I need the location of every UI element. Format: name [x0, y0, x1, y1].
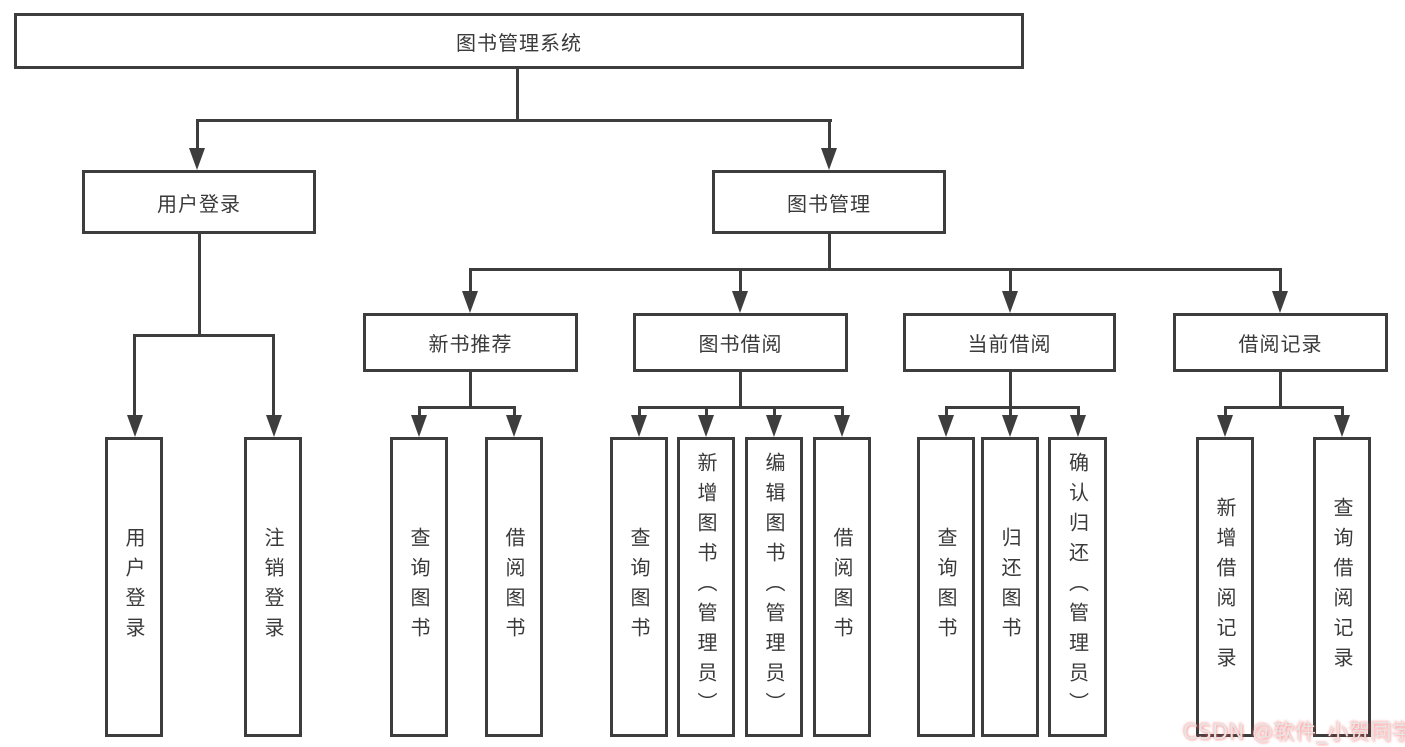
node-library-system: 图书管理系统 — [14, 13, 1024, 69]
connector-arrow-shaft — [513, 406, 516, 418]
connector-arrow-shaft — [469, 268, 472, 294]
csdn-watermark: CSDN @软件_小贺同学 — [1183, 720, 1405, 744]
connector-records-rail — [1224, 406, 1344, 409]
connector-arrow-shaft — [828, 119, 831, 150]
leaf-add-borrow-record-label: 新增借阅记录 — [1213, 497, 1237, 677]
leaf-return-books-label: 归还图书 — [998, 527, 1022, 647]
connector-root-rail — [196, 119, 832, 122]
leaf-borrow-query-books-label: 查询图书 — [627, 527, 651, 647]
leaf-return-books: 归还图书 — [981, 437, 1039, 737]
leaf-logout-label: 注销登录 — [261, 527, 285, 647]
leaf-recommend-borrow-books-label: 借阅图书 — [502, 527, 526, 647]
leaf-current-query-books-label: 查询图书 — [934, 527, 958, 647]
leaf-borrow-books: 借阅图书 — [813, 437, 871, 737]
leaf-query-borrow-record-label: 查询借阅记录 — [1330, 497, 1354, 677]
leaf-recommend-borrow-books: 借阅图书 — [485, 437, 543, 737]
leaf-edit-book-admin-label: 编辑图书（管理员） — [762, 452, 786, 722]
connector-user-login-rail — [133, 334, 275, 337]
arrowhead-icon — [631, 415, 647, 437]
connector-borrow-stub — [739, 372, 742, 409]
node-borrow-records: 借阅记录 — [1173, 313, 1388, 372]
leaf-add-borrow-record: 新增借阅记录 — [1196, 437, 1254, 737]
arrowhead-icon — [1272, 291, 1288, 313]
connector-recommend-stub — [469, 372, 472, 409]
connector-book-mgmt-stub — [828, 234, 831, 271]
node-user-login: 用户登录 — [82, 170, 316, 234]
arrowhead-icon — [1002, 291, 1018, 313]
connector-book-mgmt-rail — [469, 268, 1282, 271]
node-book-management: 图书管理 — [712, 170, 946, 234]
connector-user-login-stub — [198, 234, 201, 337]
connector-arrow-shaft — [1009, 268, 1012, 294]
arrowhead-icon — [1002, 415, 1018, 437]
leaf-confirm-return-admin: 确认归还（管理员） — [1048, 437, 1107, 737]
arrowhead-icon — [462, 291, 478, 313]
connector-borrow-rail — [638, 406, 844, 409]
connector-arrow-shaft — [638, 406, 641, 418]
connector-arrow-shaft — [841, 406, 844, 418]
node-user-login-label: 用户登录 — [157, 191, 241, 216]
leaf-borrow-books-label: 借阅图书 — [830, 527, 854, 647]
connector-records-stub — [1279, 372, 1282, 409]
node-current-borrow: 当前借阅 — [903, 313, 1116, 372]
arrowhead-icon — [821, 148, 837, 170]
leaf-add-book-admin: 新增图书（管理员） — [677, 437, 735, 737]
leaf-query-borrow-record: 查询借阅记录 — [1313, 437, 1371, 737]
arrowhead-icon — [127, 415, 143, 437]
connector-arrow-shaft — [272, 334, 275, 418]
arrowhead-icon — [834, 415, 850, 437]
node-borrow-records-label: 借阅记录 — [1238, 332, 1323, 356]
leaf-current-query-books: 查询图书 — [917, 437, 975, 737]
node-book-borrow: 图书借阅 — [633, 313, 848, 372]
arrowhead-icon — [732, 291, 748, 313]
leaf-user-login-label: 用户登录 — [122, 527, 146, 647]
arrowhead-icon — [189, 148, 205, 170]
node-book-borrow-label: 图书借阅 — [698, 332, 783, 356]
connector-arrow-shaft — [705, 406, 708, 418]
leaf-borrow-query-books: 查询图书 — [610, 437, 668, 737]
connector-arrow-shaft — [1009, 406, 1012, 418]
arrowhead-icon — [766, 415, 782, 437]
connector-root-stub — [516, 68, 519, 121]
connector-arrow-shaft — [1224, 406, 1227, 418]
node-new-book-recommend-label: 新书推荐 — [428, 332, 513, 356]
leaf-confirm-return-admin-label: 确认归还（管理员） — [1065, 452, 1090, 722]
arrowhead-icon — [506, 415, 522, 437]
leaf-edit-book-admin: 编辑图书（管理员） — [745, 437, 803, 737]
connector-arrow-shaft — [1341, 406, 1344, 418]
connector-arrow-shaft — [418, 406, 421, 418]
arrowhead-icon — [266, 415, 282, 437]
connector-arrow-shaft — [739, 268, 742, 294]
connector-arrow-shaft — [945, 406, 948, 418]
leaf-recommend-query-books-label: 查询图书 — [407, 527, 431, 647]
connector-arrow-shaft — [1279, 268, 1282, 294]
node-new-book-recommend: 新书推荐 — [363, 313, 578, 372]
leaf-recommend-query-books: 查询图书 — [390, 437, 448, 737]
leaf-add-book-admin-label: 新增图书（管理员） — [694, 452, 718, 722]
connector-recommend-rail — [418, 406, 516, 409]
arrowhead-icon — [938, 415, 954, 437]
leaf-user-login: 用户登录 — [105, 437, 163, 737]
connector-arrow-shaft — [773, 406, 776, 418]
node-book-management-label: 图书管理 — [787, 191, 871, 216]
arrowhead-icon — [1070, 415, 1086, 437]
connector-arrow-shaft — [133, 334, 136, 418]
connector-arrow-shaft — [1077, 406, 1080, 418]
connector-arrow-shaft — [196, 119, 199, 150]
connector-current-stub — [1009, 372, 1012, 409]
node-library-system-label: 图书管理系统 — [456, 30, 582, 55]
connector-current-rail — [945, 406, 1079, 409]
node-current-borrow-label: 当前借阅 — [967, 332, 1052, 356]
arrowhead-icon — [1217, 415, 1233, 437]
leaf-logout: 注销登录 — [244, 437, 302, 737]
arrowhead-icon — [1334, 415, 1350, 437]
arrowhead-icon — [698, 415, 714, 437]
arrowhead-icon — [411, 415, 427, 437]
